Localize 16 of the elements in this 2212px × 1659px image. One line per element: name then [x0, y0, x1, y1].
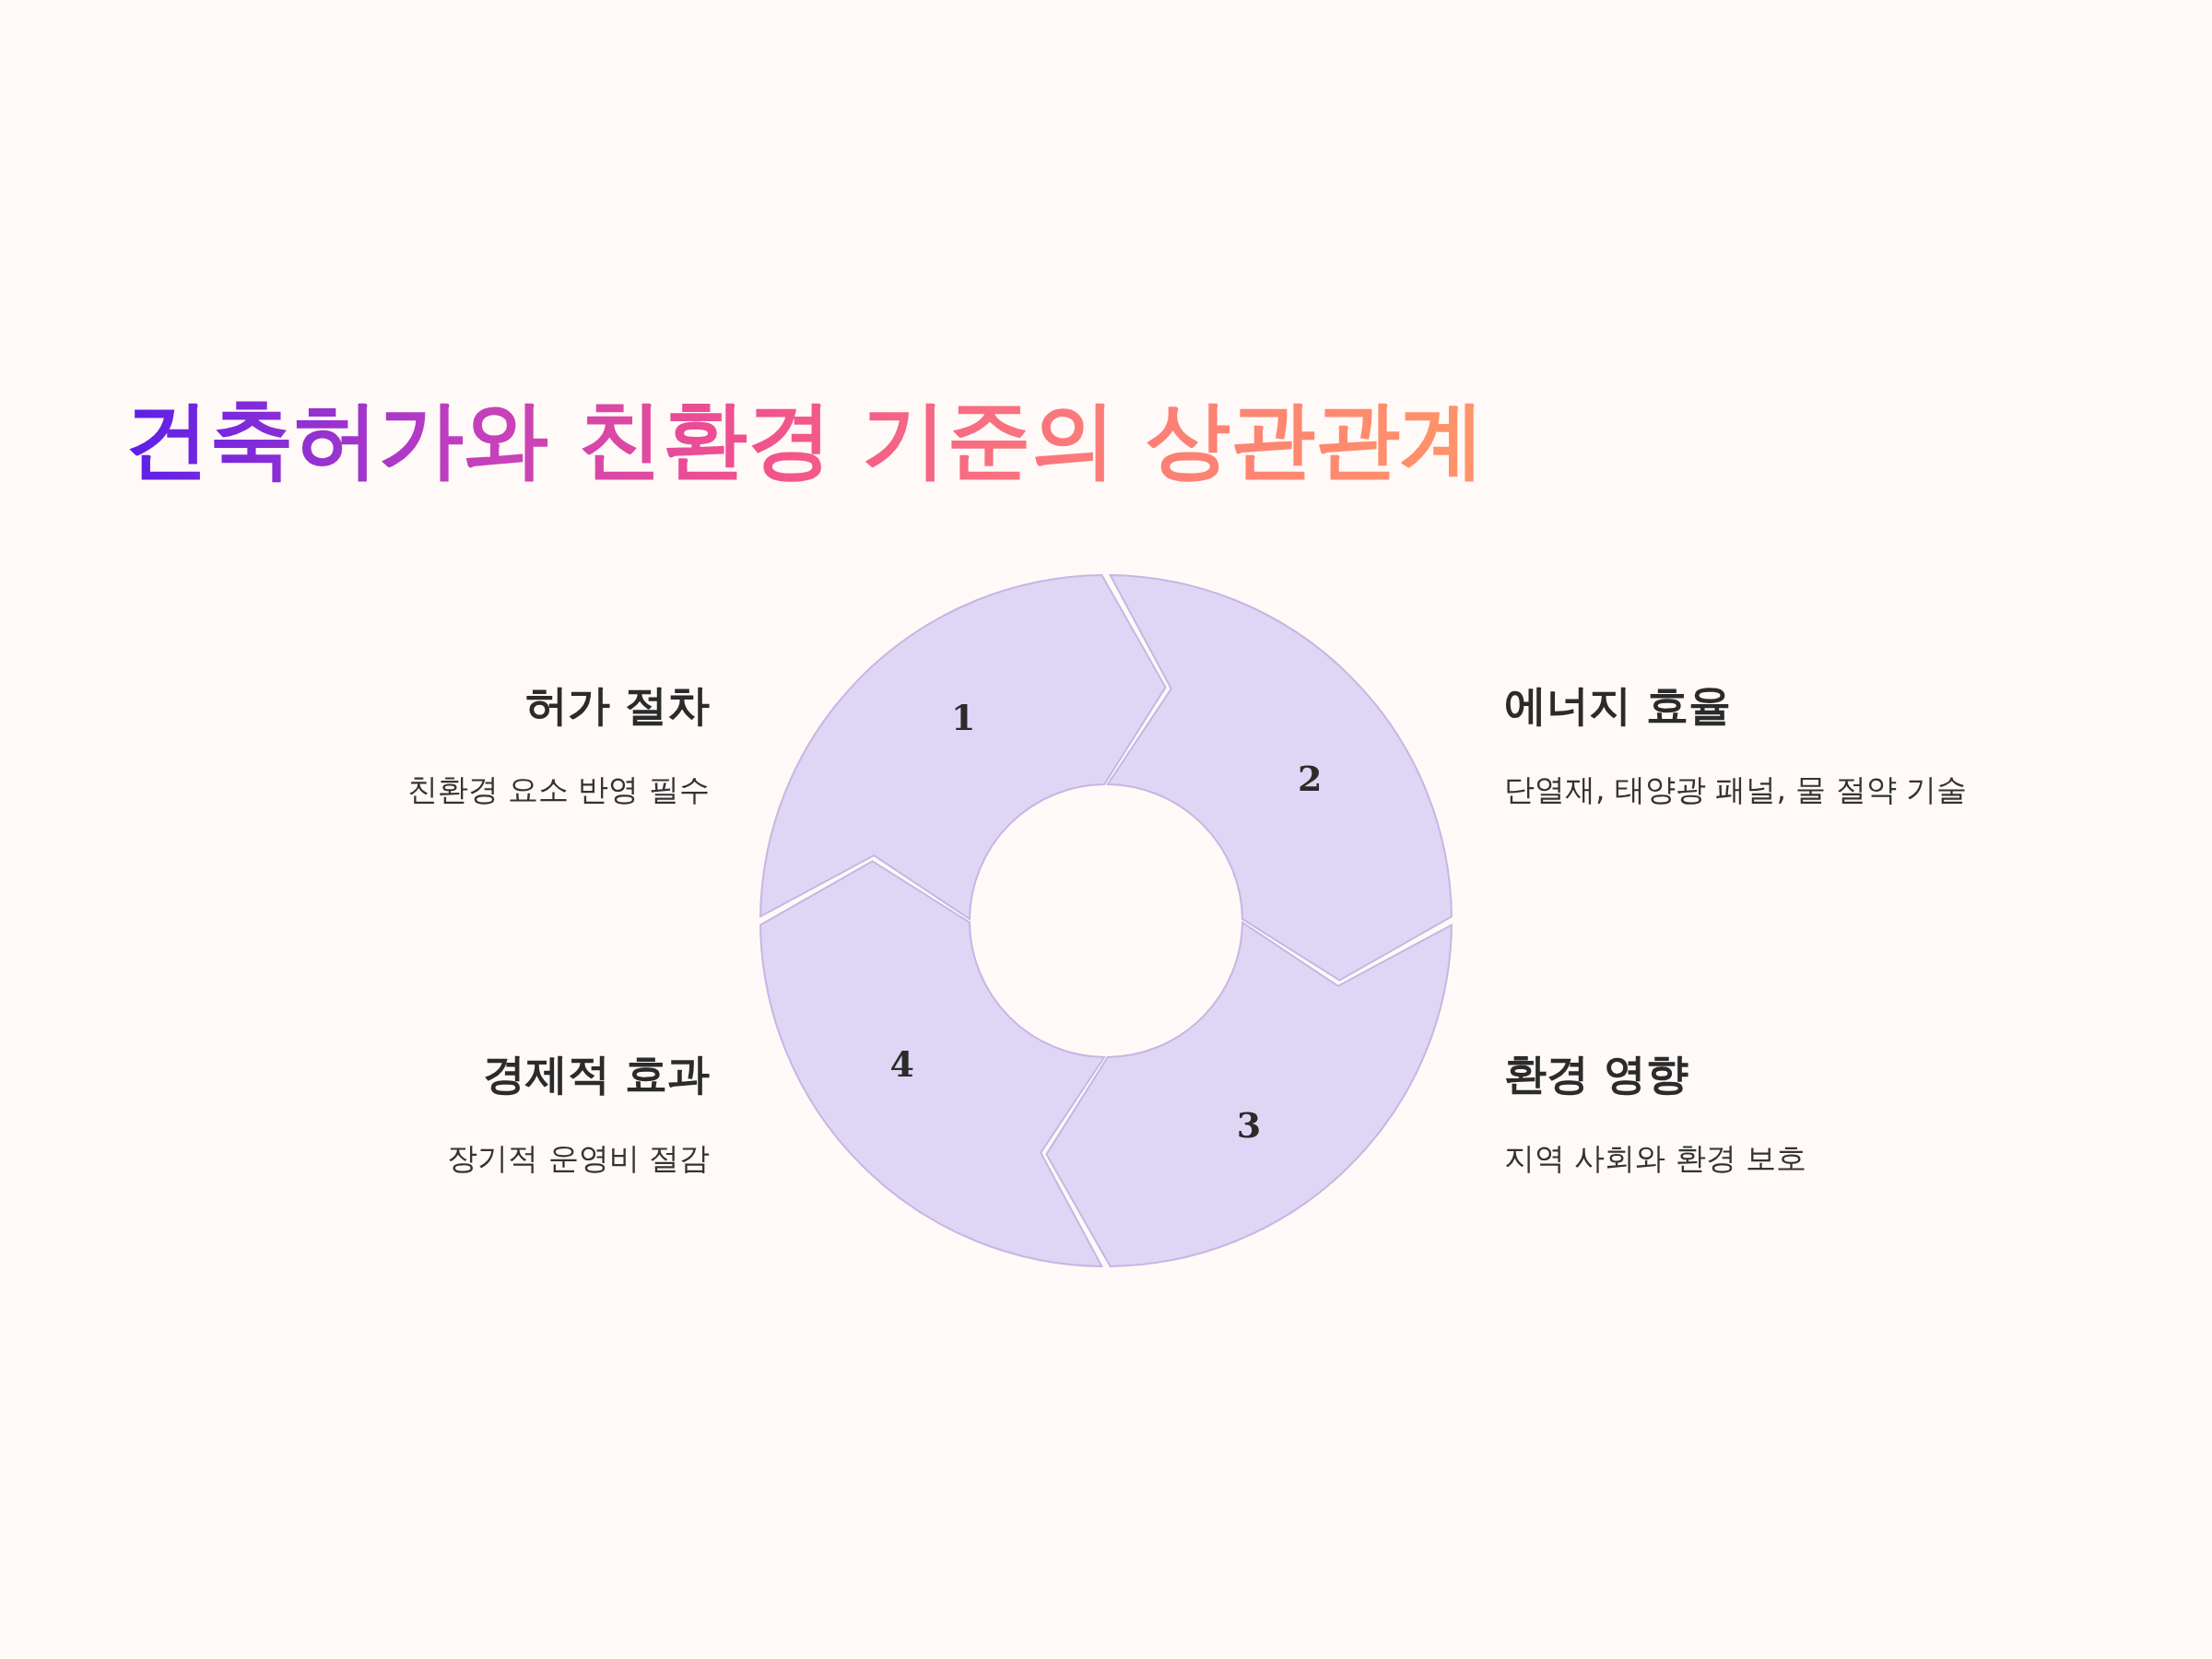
step-number: 4 — [889, 1042, 915, 1085]
step-heading: 에너지 효율 — [1504, 680, 1731, 730]
ring-segment — [759, 860, 1106, 1267]
step-heading: 경제적 효과 — [483, 1048, 710, 1100]
step-heading: 허가 절차 — [525, 679, 710, 732]
step-heading: 환경 영향 — [1504, 1049, 1688, 1099]
ring-segment — [1045, 921, 1453, 1267]
step-description: 지역 사회와 환경 보호 — [1504, 1140, 1807, 1176]
step-description: 장기적 운영비 절감 — [447, 1139, 710, 1178]
step-number: 1 — [950, 696, 976, 738]
step-number: 2 — [1297, 757, 1323, 799]
step-number: 3 — [1236, 1103, 1262, 1146]
ring-segment — [759, 574, 1167, 921]
step-description: 단열재, 태양광 패널, 물 절약 기술 — [1504, 771, 1968, 807]
ring-segment — [1106, 574, 1453, 982]
step-description: 친환경 요소 반영 필수 — [406, 771, 710, 809]
